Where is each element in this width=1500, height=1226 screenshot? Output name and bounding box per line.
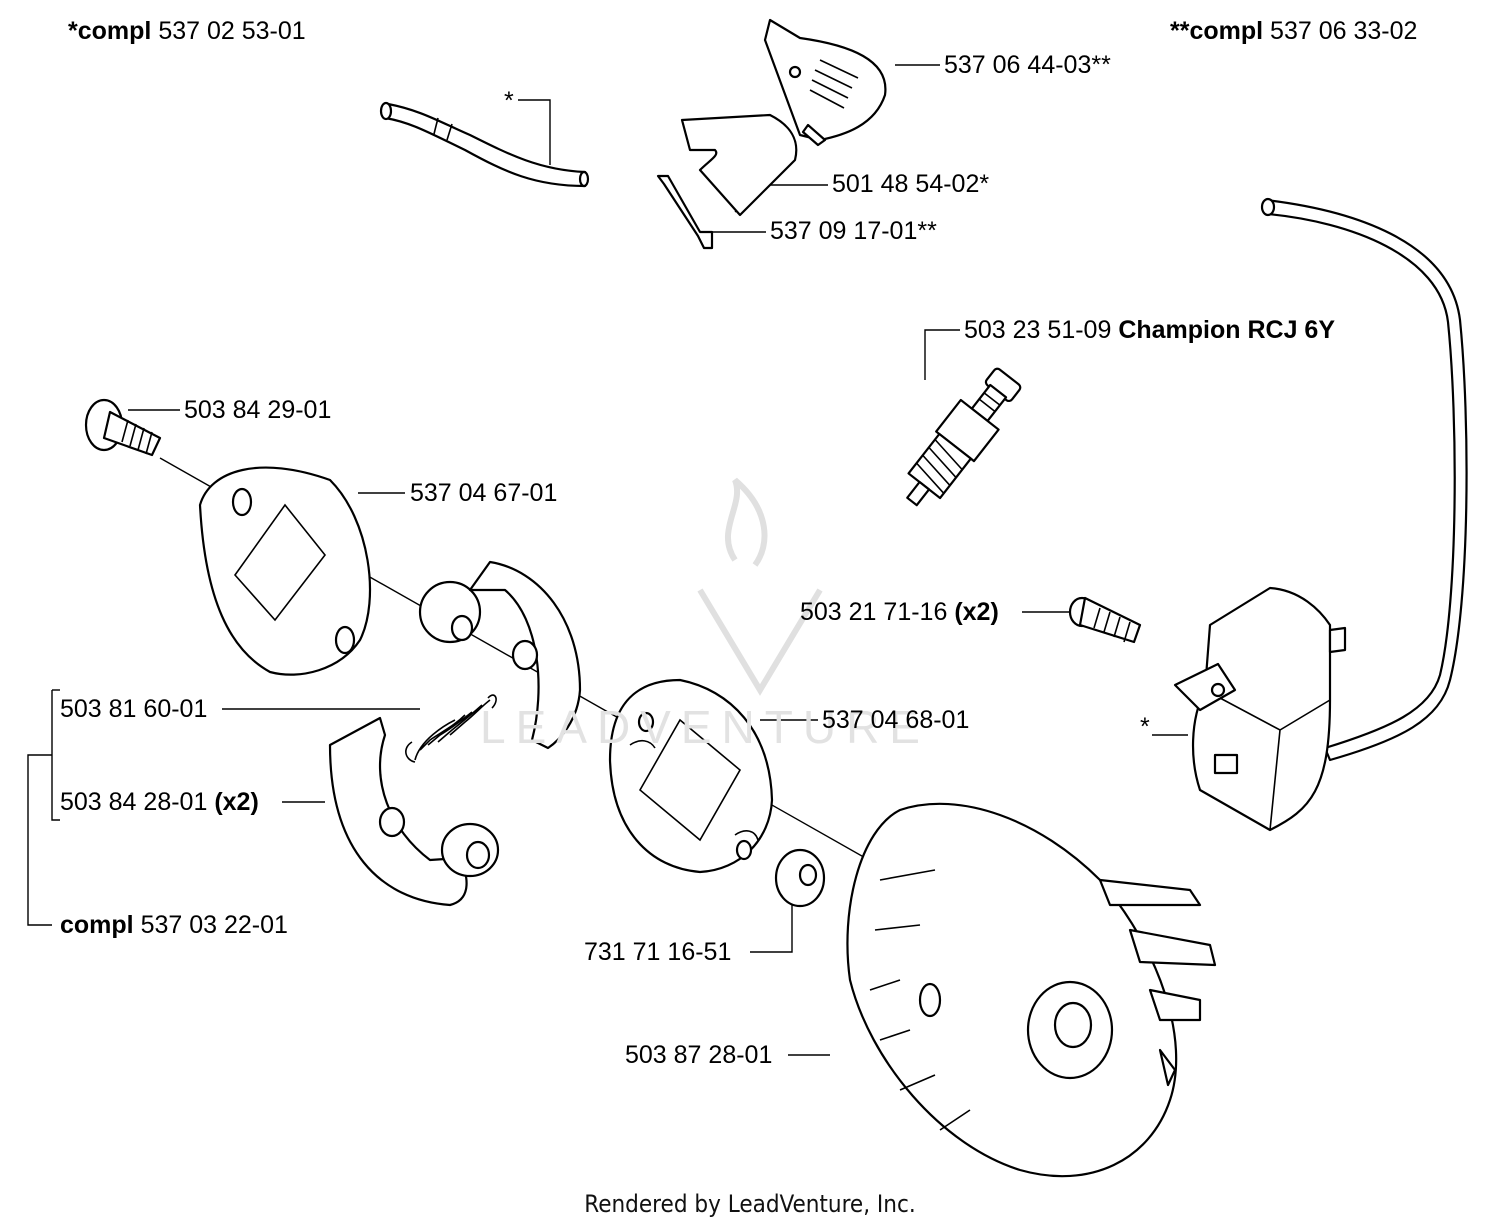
ignition-lead-part bbox=[1260, 197, 1468, 762]
kit2-prefix: **compl bbox=[1170, 17, 1264, 45]
front-plate-label: 537 04 67-01 bbox=[410, 479, 558, 507]
front-plate-part bbox=[198, 466, 372, 676]
cover-part bbox=[763, 18, 887, 147]
hose-asterisk-label: * bbox=[504, 87, 514, 115]
leader-lines bbox=[27, 64, 1188, 1056]
kit2-header: **compl 537 06 33-02 bbox=[1170, 16, 1417, 46]
clutch-kit-prefix: compl bbox=[60, 911, 134, 939]
clip-label: 537 09 17-01** bbox=[770, 217, 937, 245]
clutch-shoe-number: 503 84 28-01 bbox=[60, 788, 208, 816]
plate-label: 501 48 54-02* bbox=[832, 170, 990, 198]
spark-plug-brand: Champion RCJ 6Y bbox=[1118, 316, 1336, 344]
clutch-kit-number: 537 03 22-01 bbox=[140, 911, 288, 939]
plate-part bbox=[680, 113, 798, 217]
watermark-logo bbox=[697, 477, 823, 696]
clutch-shoe-lower-part bbox=[328, 716, 500, 907]
shoulder-screw-part bbox=[84, 398, 162, 457]
clutch-shoe-label: 503 84 28-01 (x2) bbox=[60, 787, 259, 817]
spark-plug-part bbox=[906, 367, 1022, 507]
clutch-shoe-upper-part bbox=[418, 560, 582, 750]
clutch-shoe-qty: (x2) bbox=[214, 788, 259, 816]
nut-part bbox=[774, 848, 826, 908]
shoulder-screw-label: 503 84 29-01 bbox=[184, 396, 332, 424]
rear-plate-label: 537 04 68-01 bbox=[822, 706, 970, 734]
clutch-kit-header: compl 537 03 22-01 bbox=[60, 910, 288, 940]
clutch-spring-label: 503 81 60-01 bbox=[60, 695, 208, 723]
kit1-number: 537 02 53-01 bbox=[158, 17, 306, 45]
spark-plug-label: 503 23 51-09 Champion RCJ 6Y bbox=[964, 315, 1335, 345]
fuel-hose-part bbox=[379, 101, 590, 188]
module-asterisk-label: * bbox=[1140, 713, 1150, 741]
ignition-module-part bbox=[1173, 586, 1347, 832]
flywheel-part bbox=[846, 802, 1217, 1178]
clip-part bbox=[656, 174, 714, 250]
watermark-text: LEADVENTURE bbox=[480, 701, 930, 753]
ignition-screw-part bbox=[1068, 596, 1142, 644]
footer-credit: Rendered by LeadVenture, Inc. bbox=[584, 1190, 916, 1218]
ignition-screw-qty: (x2) bbox=[954, 598, 999, 626]
ignition-screw-label: 503 21 71-16 (x2) bbox=[800, 597, 999, 627]
cover-label: 537 06 44-03** bbox=[944, 51, 1111, 79]
rear-plate-part bbox=[608, 678, 774, 874]
clutch-spring-part bbox=[405, 694, 497, 763]
nut-label: 731 71 16-51 bbox=[584, 938, 732, 966]
kit1-header: *compl 537 02 53-01 bbox=[68, 16, 306, 46]
ignition-screw-number: 503 21 71-16 bbox=[800, 598, 948, 626]
kit2-number: 537 06 33-02 bbox=[1270, 17, 1418, 45]
flywheel-label: 503 87 28-01 bbox=[625, 1041, 773, 1069]
spark-plug-number: 503 23 51-09 bbox=[964, 316, 1112, 344]
kit1-prefix: *compl bbox=[68, 17, 152, 45]
